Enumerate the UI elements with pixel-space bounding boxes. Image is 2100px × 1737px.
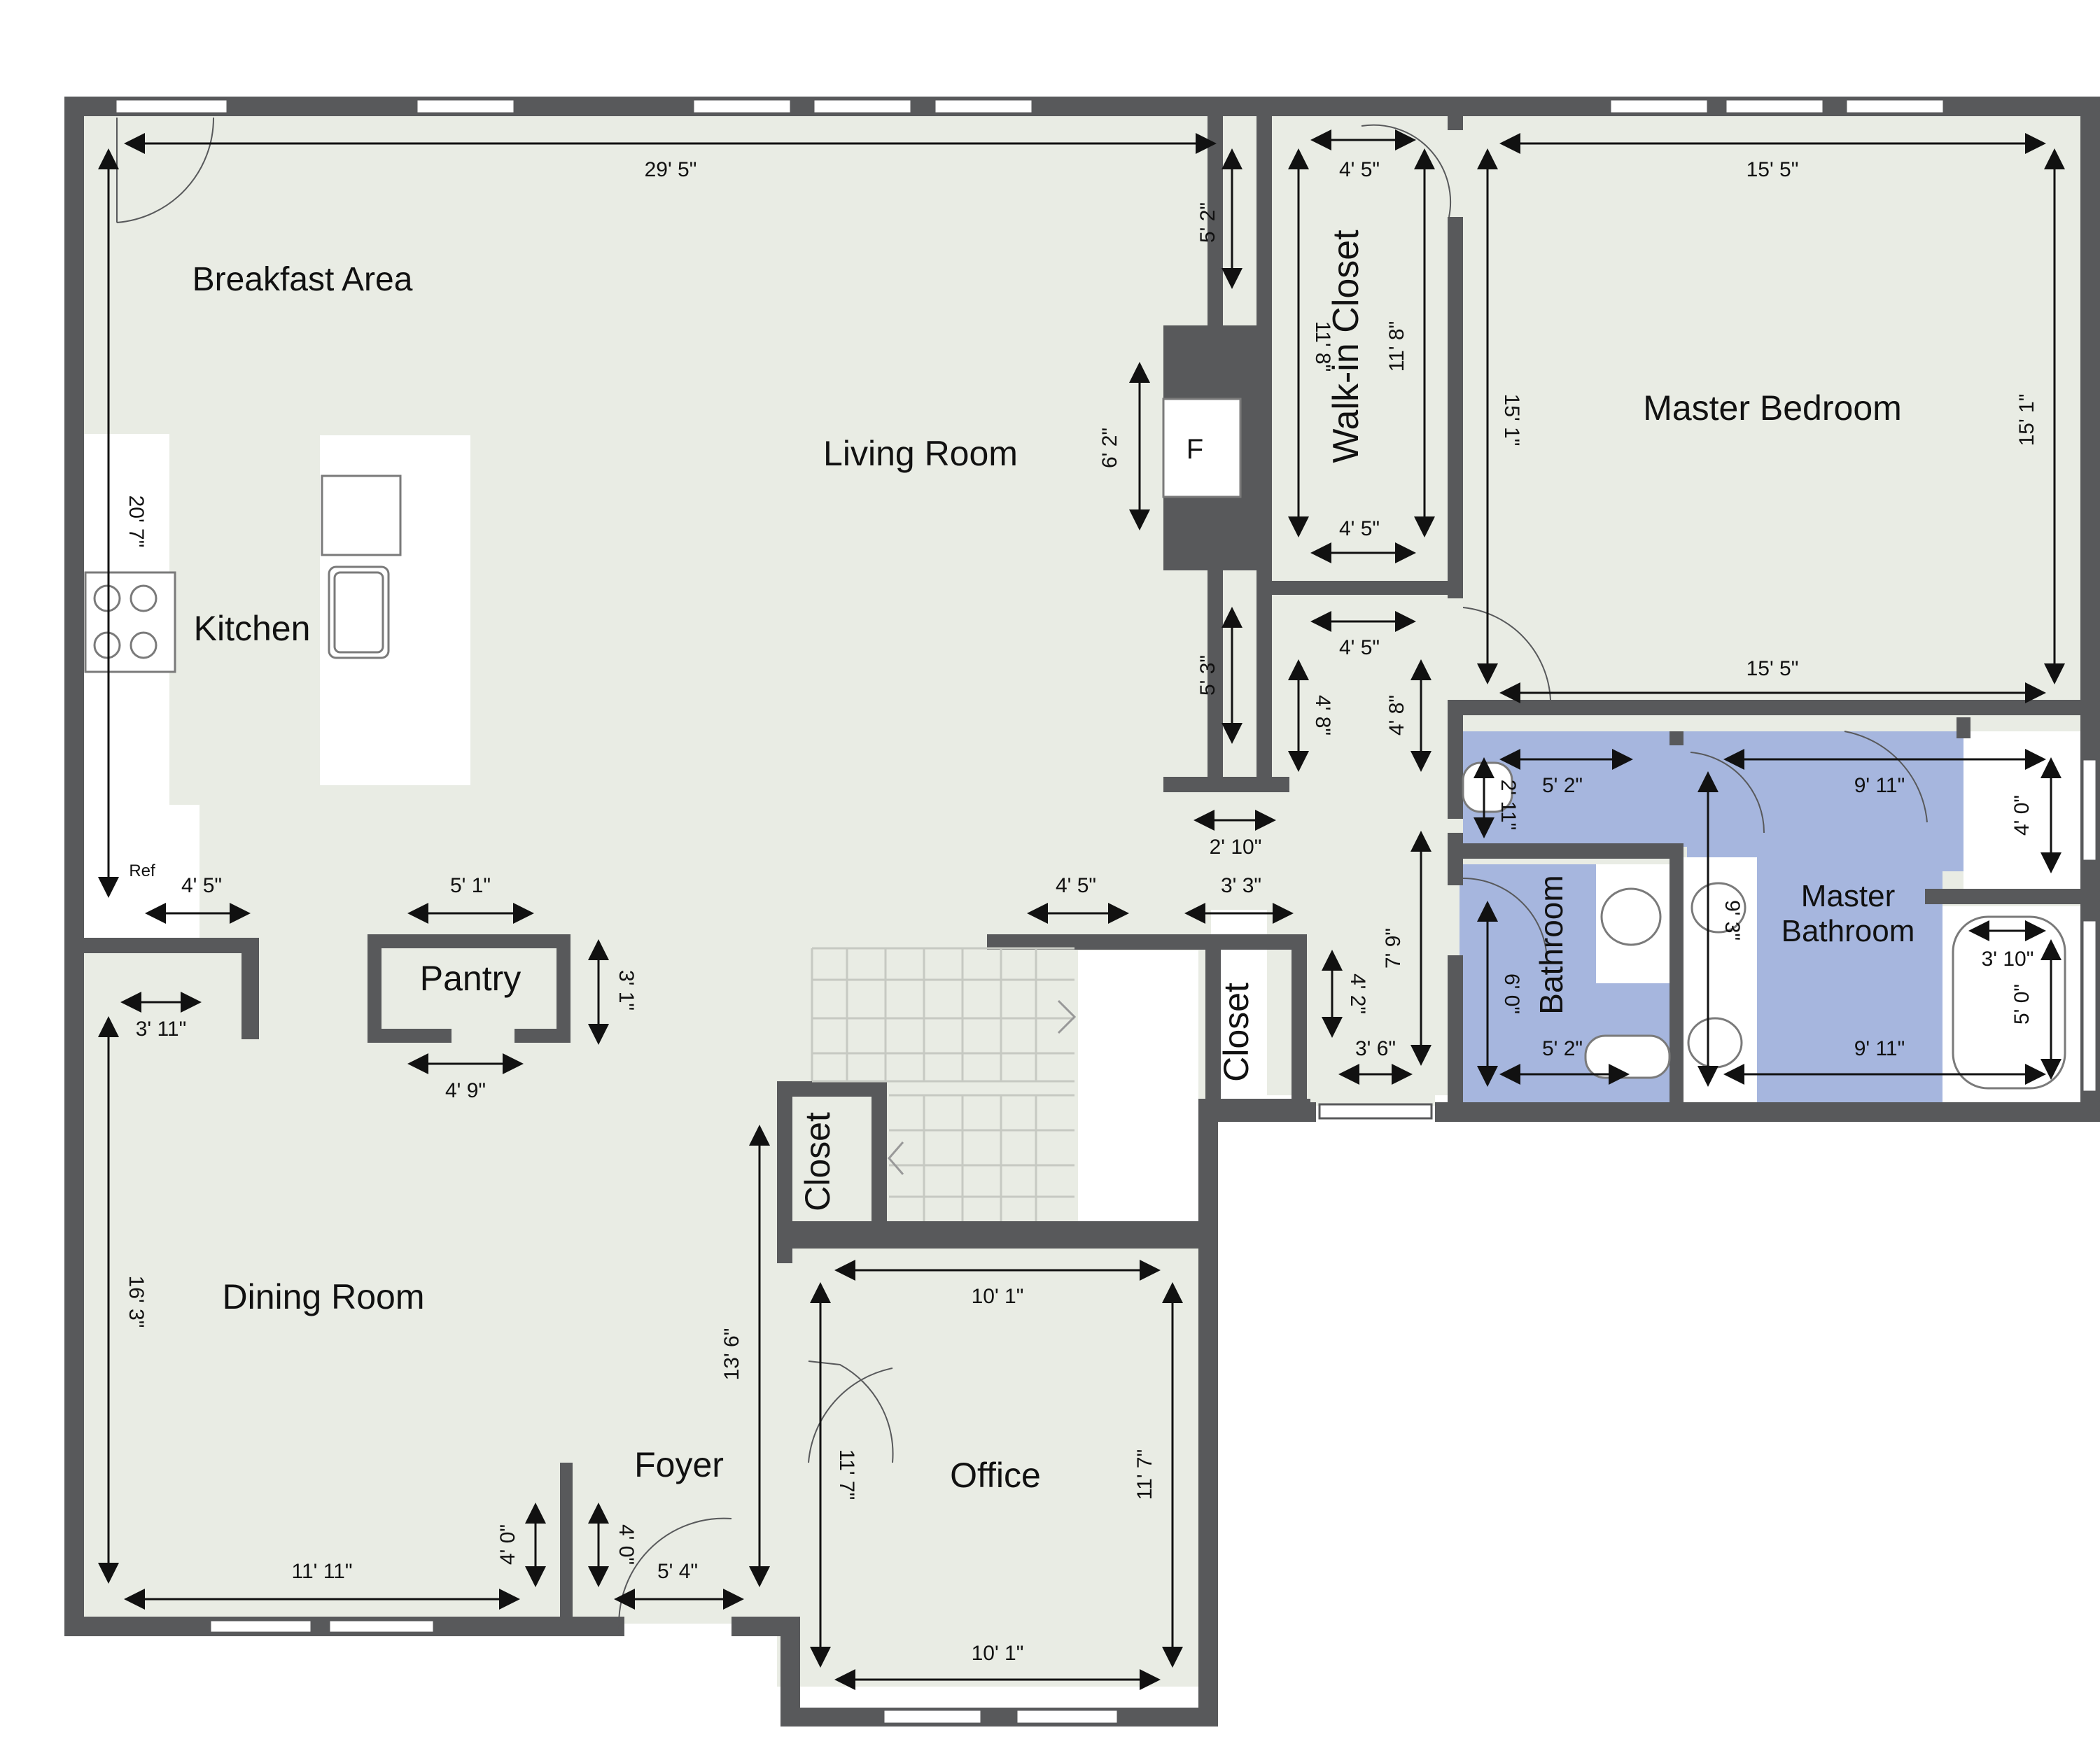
dim-tub-l: 5' 0" [2010, 984, 2033, 1025]
room-label-master-bath-2: Bathroom [1782, 914, 1915, 948]
dim-shower: 4' 0" [2010, 795, 2033, 836]
room-label-dining: Dining Room [222, 1277, 424, 1316]
room-label-breakfast: Breakfast Area [192, 261, 413, 298]
dim-office-bottom: 10' 1" [972, 1642, 1024, 1665]
dim-kitchen-depth: 20' 7" [125, 495, 148, 548]
dim-stair-top: 4' 5" [1056, 874, 1096, 897]
dim-wic-right: 11' 8" [1385, 321, 1408, 372]
room-label-bathroom: Bathroom [1533, 875, 1569, 1014]
stairs [811, 947, 1077, 1221]
room-label-closet-stair: Closet [798, 1112, 837, 1211]
dim-hall-opening: 2' 10" [1210, 836, 1262, 859]
dim-mbath-side: 9' 3" [1721, 900, 1744, 941]
dim-wic-top: 4' 5" [1339, 158, 1380, 181]
ref-label: Ref [129, 862, 155, 880]
dim-mb-top: 15' 5" [1746, 158, 1799, 181]
dim-bath-bottom: 5' 2" [1542, 1037, 1583, 1060]
dim-hall-right: 4' 8" [1385, 695, 1408, 736]
room-label-master-bedroom: Master Bedroom [1643, 388, 1902, 428]
dim-hall-top: 4' 5" [1339, 636, 1380, 659]
dim-lr-wall-top: 5' 2" [1196, 202, 1219, 243]
dim-tub-w: 3' 10" [1982, 948, 2034, 971]
dim-dining-left: 16' 3" [125, 1276, 148, 1328]
dim-wic-left: 11' 8" [1311, 321, 1334, 372]
room-label-office: Office [950, 1456, 1041, 1495]
dim-breakfast-width: 29' 5" [645, 158, 697, 181]
room-label-pantry: Pantry [420, 959, 522, 998]
dim-foyer-length: 13' 6" [720, 1328, 743, 1381]
dim-pantry-bottom: 4' 9" [445, 1079, 486, 1102]
dim-pantry-side: 3' 1" [615, 970, 638, 1011]
room-label-living: Living Room [823, 434, 1018, 473]
dim-mbath-top: 9' 11" [1854, 774, 1905, 797]
dim-mb-left: 15' 1" [1500, 394, 1523, 446]
windows [114, 98, 2098, 1725]
room-label-foyer: Foyer [634, 1445, 724, 1484]
fireplace-label: F [1186, 434, 1203, 465]
dim-hall-bottom: 3' 3" [1221, 874, 1261, 897]
dim-bath-depth: 6' 0" [1500, 973, 1523, 1014]
dim-closet-hall-h: 4' 2" [1346, 973, 1369, 1014]
dim-mb-bottom: 15' 5" [1746, 657, 1799, 680]
room-label-walkin-closet: Walk-in Closet [1326, 230, 1366, 463]
dimension-labels: 29' 5" 5' 2" 6' 2" 5' 3" 20' 7" 4' 5" 4'… [125, 158, 2038, 1665]
room-label-kitchen: Kitchen [194, 609, 311, 648]
room-labels: Breakfast Area Living Room Kitchen Walk-… [129, 230, 1914, 1495]
dim-foyer-door: 5' 4" [657, 1560, 698, 1583]
dim-pantry-top: 5' 1" [450, 874, 491, 897]
dim-kitchen-bottom: 4' 5" [181, 874, 222, 897]
dim-hall-lower: 7' 9" [1382, 928, 1405, 969]
dim-office-right: 11' 7" [1133, 1449, 1156, 1500]
room-label-master-bath-1: Master [1801, 879, 1895, 913]
dim-mbath-bottom: 9' 11" [1854, 1037, 1905, 1060]
dim-wic-bottom: 4' 5" [1339, 517, 1380, 540]
fixtures [84, 398, 2066, 1090]
dim-wc-width: 5' 2" [1542, 774, 1583, 797]
dim-dining-top: 3' 11" [136, 1018, 187, 1041]
dimension-arrows [98, 129, 2065, 1690]
room-label-closet-hall: Closet [1217, 983, 1256, 1082]
dim-closet-hall-w: 3' 6" [1355, 1037, 1396, 1060]
dim-hall-left: 4' 8" [1311, 695, 1334, 736]
dim-lr-wall-bottom: 5' 3" [1196, 655, 1219, 696]
dim-foyer-side: 4' 0" [615, 1524, 638, 1565]
dim-fireplace: 6' 2" [1098, 428, 1121, 468]
dim-wc-depth: 2' 11" [1497, 780, 1520, 831]
dim-mb-right: 15' 1" [2015, 394, 2038, 446]
dim-office-left: 11' 7" [835, 1449, 858, 1500]
dim-dining-bottom: 11' 11" [292, 1560, 353, 1583]
dim-office-top: 10' 1" [972, 1285, 1024, 1308]
floors [77, 115, 2090, 1687]
dim-dining-entry: 4' 0" [496, 1524, 519, 1565]
watermark: ©2024 Hive MLS [4, 1638, 321, 1685]
